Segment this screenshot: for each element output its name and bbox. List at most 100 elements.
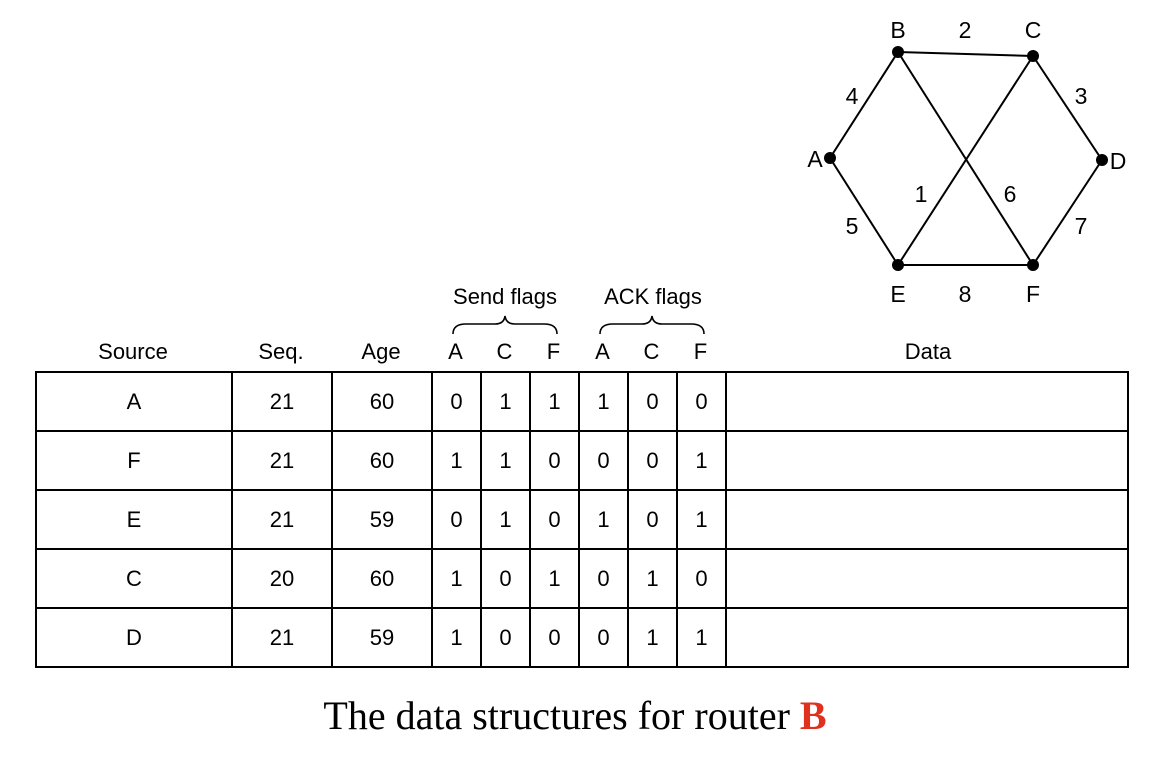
ack-flag-a-cell: 0: [578, 548, 629, 609]
header-ack-c: C: [643, 339, 660, 364]
seq-cell: 21: [231, 489, 333, 550]
send-flag-a-cell: 1: [431, 607, 482, 668]
data-cell: [725, 489, 1129, 550]
edge-weight-B-F: 6: [1004, 181, 1017, 207]
age-cell: 60: [331, 430, 433, 491]
header-ack-a: A: [595, 339, 610, 364]
table-row: E 21 59 0 1 0 1 0 1: [35, 489, 1129, 550]
node-label-B: B: [890, 17, 905, 43]
ack-flags-brace: [599, 315, 705, 335]
ack-flag-a-cell: 1: [578, 371, 629, 432]
header-seq: Seq.: [258, 339, 304, 364]
send-flag-a-cell: 0: [431, 371, 482, 432]
send-flag-c-cell: 1: [480, 430, 531, 491]
send-flag-c-cell: 1: [480, 371, 531, 432]
send-flag-f-cell: 0: [529, 430, 580, 491]
seq-cell: 21: [231, 430, 333, 491]
ack-flag-f-cell: 0: [676, 548, 727, 609]
send-flag-c-cell: 0: [480, 607, 531, 668]
edge-A-B: [829, 51, 899, 159]
seq-cell: 21: [231, 607, 333, 668]
caption-text: The data structures for router: [323, 693, 800, 738]
ack-flag-a-cell: 0: [578, 430, 629, 491]
ack-flag-c-cell: 1: [627, 607, 678, 668]
table-row: D 21 59 1 0 0 0 1 1: [35, 607, 1129, 668]
edge-D-F: [1032, 159, 1103, 266]
source-cell: C: [35, 548, 233, 609]
table-row: A 21 60 0 1 1 1 0 0: [35, 371, 1129, 432]
send-flags-label: Send flags: [453, 284, 557, 309]
source-cell: E: [35, 489, 233, 550]
age-cell: 59: [331, 489, 433, 550]
age-cell: 59: [331, 607, 433, 668]
node-label-D: D: [1110, 148, 1127, 174]
ack-flag-f-cell: 1: [676, 430, 727, 491]
header-age: Age: [361, 339, 401, 364]
edge-A-E: [829, 157, 899, 266]
source-cell: A: [35, 371, 233, 432]
header-send-f: F: [546, 339, 561, 364]
send-flag-a-cell: 1: [431, 430, 482, 491]
ack-flag-c-cell: 1: [627, 548, 678, 609]
source-cell: D: [35, 607, 233, 668]
ack-flag-f-cell: 1: [676, 607, 727, 668]
ack-flag-a-cell: 1: [578, 489, 629, 550]
table-row: C 20 60 1 0 1 0 1 0: [35, 548, 1129, 609]
send-flag-f-cell: 1: [529, 371, 580, 432]
send-flag-a-cell: 0: [431, 489, 482, 550]
edge-weight-A-E: 5: [846, 213, 859, 239]
node-label-E: E: [890, 281, 905, 307]
send-flag-c-cell: 0: [480, 548, 531, 609]
send-flag-f-cell: 1: [529, 548, 580, 609]
edge-B-C: [897, 51, 1034, 57]
node-E: [892, 259, 904, 271]
ack-flag-f-cell: 1: [676, 489, 727, 550]
source-cell: F: [35, 430, 233, 491]
header-send-c: C: [496, 339, 513, 364]
node-B: [892, 46, 904, 58]
header-ack-f: F: [693, 339, 708, 364]
table-row: F 21 60 1 1 0 0 0 1: [35, 430, 1129, 491]
data-cell: [725, 430, 1129, 491]
ack-flag-c-cell: 0: [627, 489, 678, 550]
send-flag-f-cell: 0: [529, 489, 580, 550]
node-label-C: C: [1025, 17, 1042, 43]
edge-C-E: [897, 55, 1034, 266]
edge-B-F: [897, 51, 1034, 266]
age-cell: 60: [331, 371, 433, 432]
send-flag-f-cell: 0: [529, 607, 580, 668]
ack-flag-a-cell: 0: [578, 607, 629, 668]
data-cell: [725, 607, 1129, 668]
ack-flag-c-cell: 0: [627, 371, 678, 432]
header-data: Data: [904, 339, 952, 364]
lsp-table: A 21 60 0 1 1 1 0 0 F 21 60 1 1 0 0 0 1 …: [35, 371, 1129, 668]
send-flags-brace: [452, 315, 558, 335]
header-send-a: A: [448, 339, 463, 364]
edge-weight-A-B: 4: [846, 83, 859, 109]
seq-cell: 21: [231, 371, 333, 432]
node-label-A: A: [807, 146, 823, 172]
node-D: [1096, 154, 1108, 166]
send-flag-a-cell: 1: [431, 548, 482, 609]
node-A: [824, 152, 836, 164]
node-label-F: F: [1026, 281, 1040, 307]
edge-weight-B-C: 2: [959, 17, 972, 43]
send-flag-c-cell: 1: [480, 489, 531, 550]
ack-flag-c-cell: 0: [627, 430, 678, 491]
ack-flags-label: ACK flags: [604, 284, 702, 309]
data-cell: [725, 548, 1129, 609]
age-cell: 60: [331, 548, 433, 609]
seq-cell: 20: [231, 548, 333, 609]
edge-weight-C-E: 1: [915, 181, 928, 207]
flag-braces: [452, 315, 705, 335]
caption-router: B: [799, 693, 827, 738]
header-source: Source: [98, 339, 168, 364]
ack-flag-f-cell: 0: [676, 371, 727, 432]
edge-C-D: [1032, 55, 1103, 161]
edge-weight-C-D: 3: [1075, 83, 1088, 109]
data-cell: [725, 371, 1129, 432]
node-C: [1027, 50, 1039, 62]
edge-weight-E-F: 8: [959, 281, 972, 307]
node-F: [1027, 259, 1039, 271]
